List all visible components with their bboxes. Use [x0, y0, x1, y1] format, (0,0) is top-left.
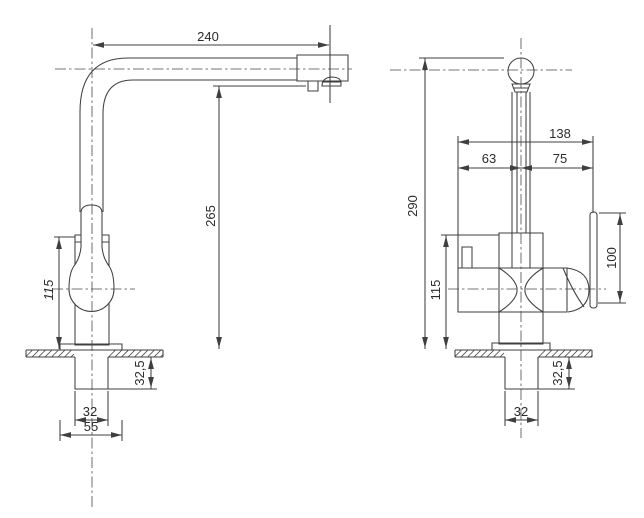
lever-handle: [69, 205, 114, 311]
arrowhead: [422, 59, 428, 70]
countertop-outline: [26, 350, 163, 357]
front-view: 290 138 63 75 100 115 32,5 32: [405, 58, 626, 426]
valve-cap: [567, 268, 589, 312]
dim-label-body-height: 115: [428, 280, 443, 301]
aerator-tab: [308, 81, 318, 91]
arrowhead: [56, 238, 62, 249]
arrowhead: [527, 417, 538, 423]
countertop-hatching: [26, 350, 74, 357]
side-view: 240 265 115 32,5 32 55: [26, 25, 348, 441]
dim-line-115: [54, 237, 75, 349]
arrowhead: [93, 42, 104, 48]
arrowhead: [443, 337, 449, 348]
arrowhead: [56, 337, 62, 348]
arrowhead: [510, 165, 521, 171]
dim-label-lever-height: 100: [604, 247, 619, 269]
countertop-hatching: [539, 350, 592, 357]
arrowhead: [60, 432, 71, 438]
arrowhead: [422, 337, 428, 348]
centerlines: [52, 28, 606, 508]
arrowhead: [505, 417, 516, 423]
body-waist: [499, 268, 543, 312]
aerator-dome: [322, 77, 341, 86]
dim-label-overall-height: 290: [405, 195, 420, 217]
mixer-lever-blade: [590, 212, 597, 308]
valve-cap-curve: [563, 268, 584, 307]
arrowhead: [75, 417, 86, 423]
arrowheads: [56, 42, 623, 438]
left-valve-block: [458, 268, 499, 312]
spout-head: [297, 55, 348, 81]
countertop-section: [455, 350, 592, 357]
arrowhead: [458, 165, 469, 171]
arrowhead: [318, 42, 329, 48]
spout-pipe-inner: [103, 80, 297, 212]
dim-label-span-left: 63: [482, 151, 496, 166]
right-valve-block: [543, 268, 567, 312]
dim-label-shank-width: 32: [83, 404, 97, 419]
dim-label-spout-reach: 240: [197, 29, 219, 44]
dim-line-265: [213, 86, 306, 349]
dim-label-under-counter: 32,5: [550, 360, 565, 385]
arrowhead: [617, 214, 623, 225]
side-view-dimensions: 240 265 115 32,5 32 55: [41, 25, 330, 441]
dim-label-outlet-height: 265: [203, 205, 218, 227]
dim-label-base-width: 55: [84, 419, 98, 434]
dim-label-body-height: 115: [41, 279, 56, 300]
mounting-shank: [75, 357, 108, 389]
arrowhead: [582, 139, 593, 145]
arrowhead: [97, 417, 108, 423]
riser-column: [512, 92, 530, 268]
arrowhead: [443, 236, 449, 247]
faucet-front-outline: [458, 58, 597, 389]
arrowhead: [582, 165, 593, 171]
dim-line-115: [441, 235, 499, 349]
countertop-section: [26, 350, 163, 357]
arrowhead: [148, 358, 154, 369]
spout-pipe-outer: [80, 58, 297, 212]
countertop-hatching: [109, 350, 163, 357]
arrowhead: [216, 87, 222, 98]
arrowhead: [617, 291, 623, 302]
dim-label-handle-span: 138: [549, 126, 571, 141]
arrowhead: [216, 337, 222, 348]
arrowhead: [566, 358, 572, 369]
countertop-hatching: [455, 350, 504, 357]
arrowhead: [521, 165, 532, 171]
arrowhead: [111, 432, 122, 438]
dim-label-under-counter: 32,5: [132, 360, 147, 385]
countertop-outline: [455, 350, 592, 357]
arrowhead: [148, 377, 154, 388]
mounting-shank: [505, 357, 538, 389]
dim-line-290: [419, 58, 504, 349]
arrowhead: [458, 139, 469, 145]
escutcheon: [60, 344, 122, 350]
filter-lever-tab: [462, 247, 472, 268]
arrowhead: [566, 377, 572, 388]
dim-label-span-right: 75: [553, 151, 567, 166]
dim-line-100: [598, 213, 626, 303]
